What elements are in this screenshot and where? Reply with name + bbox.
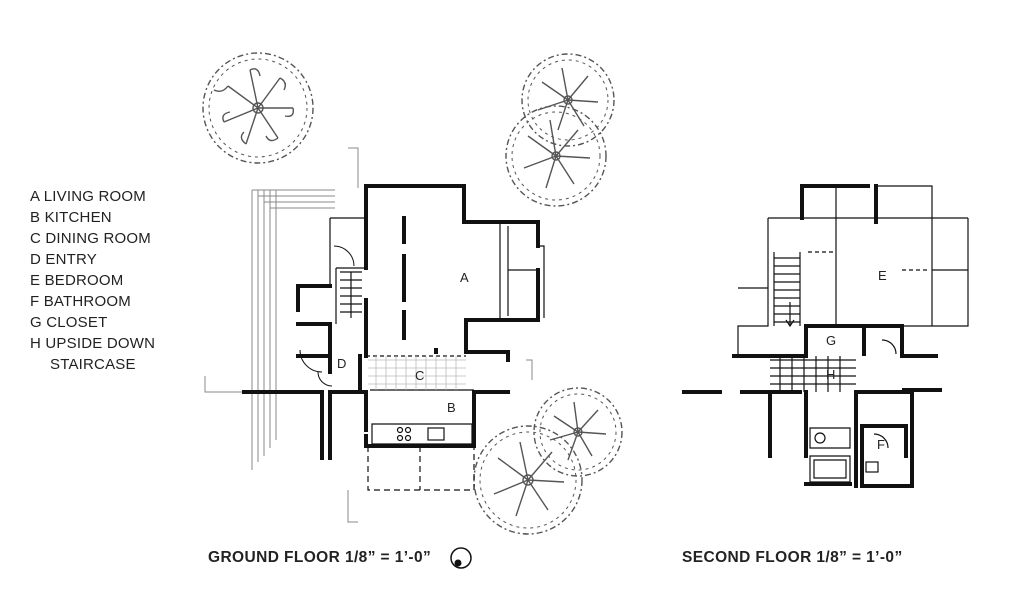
tree-icon — [505, 105, 607, 207]
legend-item-a: A LIVING ROOM — [30, 188, 146, 205]
second-floor-caption: SECOND FLOOR 1/8” = 1’-0” — [682, 549, 903, 566]
legend-item-g: G CLOSET — [30, 314, 108, 331]
room-label-h: H — [826, 367, 835, 382]
room-label-c: C — [415, 368, 424, 383]
room-legend: A LIVING ROOM B KITCHEN C DINING ROOM D … — [30, 186, 155, 375]
second-floor-plan — [682, 184, 969, 488]
legend-item-h-cont: STAIRCASE — [50, 356, 136, 373]
legend-item-d: D ENTRY — [30, 251, 97, 268]
room-label-g: G — [826, 333, 836, 348]
tree-icon — [533, 387, 623, 477]
second-room-labels: E F G H — [826, 268, 887, 452]
tree-icon — [202, 52, 314, 164]
legend-item-c: C DINING ROOM — [30, 230, 151, 247]
legend-item-e: E BEDROOM — [30, 272, 124, 289]
room-label-a: A — [460, 270, 469, 285]
tree-icon — [473, 425, 583, 535]
ground-room-labels: A B C D — [337, 270, 469, 415]
ground-floor-plan — [204, 147, 545, 523]
legend-item-h: H UPSIDE DOWN — [30, 335, 156, 352]
ground-floor-caption: GROUND FLOOR 1/8” = 1’-0” — [208, 549, 432, 566]
north-arrow-icon — [450, 547, 472, 569]
room-label-b: B — [447, 400, 456, 415]
tree-icon — [521, 53, 615, 147]
room-label-d: D — [337, 356, 346, 371]
legend-item-b: B KITCHEN — [30, 209, 112, 226]
legend-item-f: F BATHROOM — [30, 293, 131, 310]
room-label-f: F — [877, 437, 885, 452]
room-label-e: E — [878, 268, 887, 283]
